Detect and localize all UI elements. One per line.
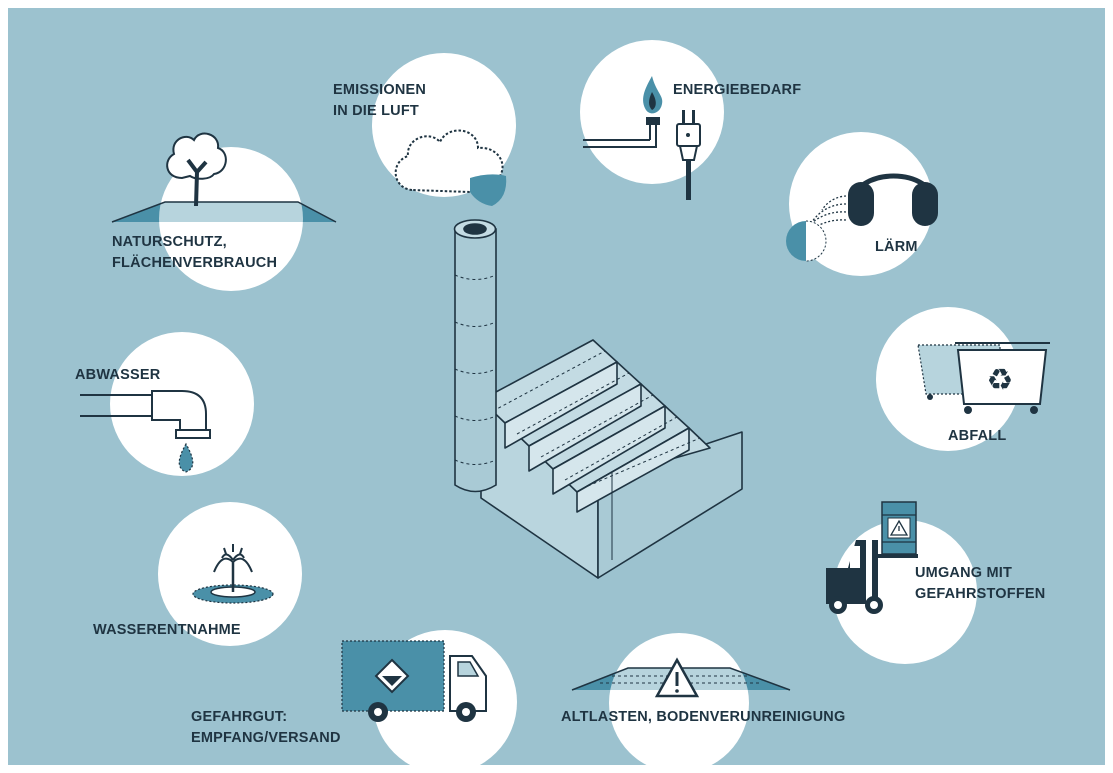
label-altlasten: ALTLASTEN, BODENVERUNREINIGUNG — [561, 709, 846, 725]
label-gefahrgut: GEFAHRGUT: EMPFANG/VERSAND — [191, 709, 341, 746]
barrel-icon — [881, 501, 917, 555]
warning-triangle-icon — [571, 657, 791, 698]
circle-gefahrstoffe — [833, 520, 977, 664]
headphones-icon — [786, 173, 938, 262]
label-laerm: LÄRM — [875, 239, 918, 255]
plug-icon — [676, 110, 701, 200]
label-gefahrstoffe: UMGANG MIT GEFAHRSTOFFEN — [915, 565, 1046, 602]
label-energiebedarf: ENERGIEBEDARF — [673, 82, 802, 98]
forklift-icon — [826, 540, 918, 614]
label-wasserentnahme: WASSERENTNAHME — [93, 622, 241, 638]
circle-wasserentnahme — [158, 502, 302, 646]
label-abwasser: ABWASSER — [75, 367, 161, 383]
label-emissionen: EMISSIONEN IN DIE LUFT — [333, 82, 427, 119]
recycle-icon: ♻ — [987, 363, 1014, 398]
pipe-icon — [80, 390, 211, 473]
circle-altlasten — [609, 633, 749, 765]
cloud-icon — [394, 129, 507, 206]
flame-icon — [583, 76, 663, 148]
waste-container-icon — [917, 342, 1050, 414]
label-naturschutz: NATURSCHUTZ, FLÄCHENVERBRAUCH — [112, 234, 278, 271]
factory-icon — [480, 339, 743, 579]
hazard-diamond-icon — [374, 658, 410, 694]
svg-text:♻: ♻ — [987, 363, 1014, 398]
truck-icon — [341, 640, 487, 722]
fountain-icon — [192, 544, 274, 604]
label-abfall: ABFALL — [948, 428, 1007, 444]
chimney-icon — [453, 219, 497, 493]
tree-icon — [111, 132, 337, 223]
